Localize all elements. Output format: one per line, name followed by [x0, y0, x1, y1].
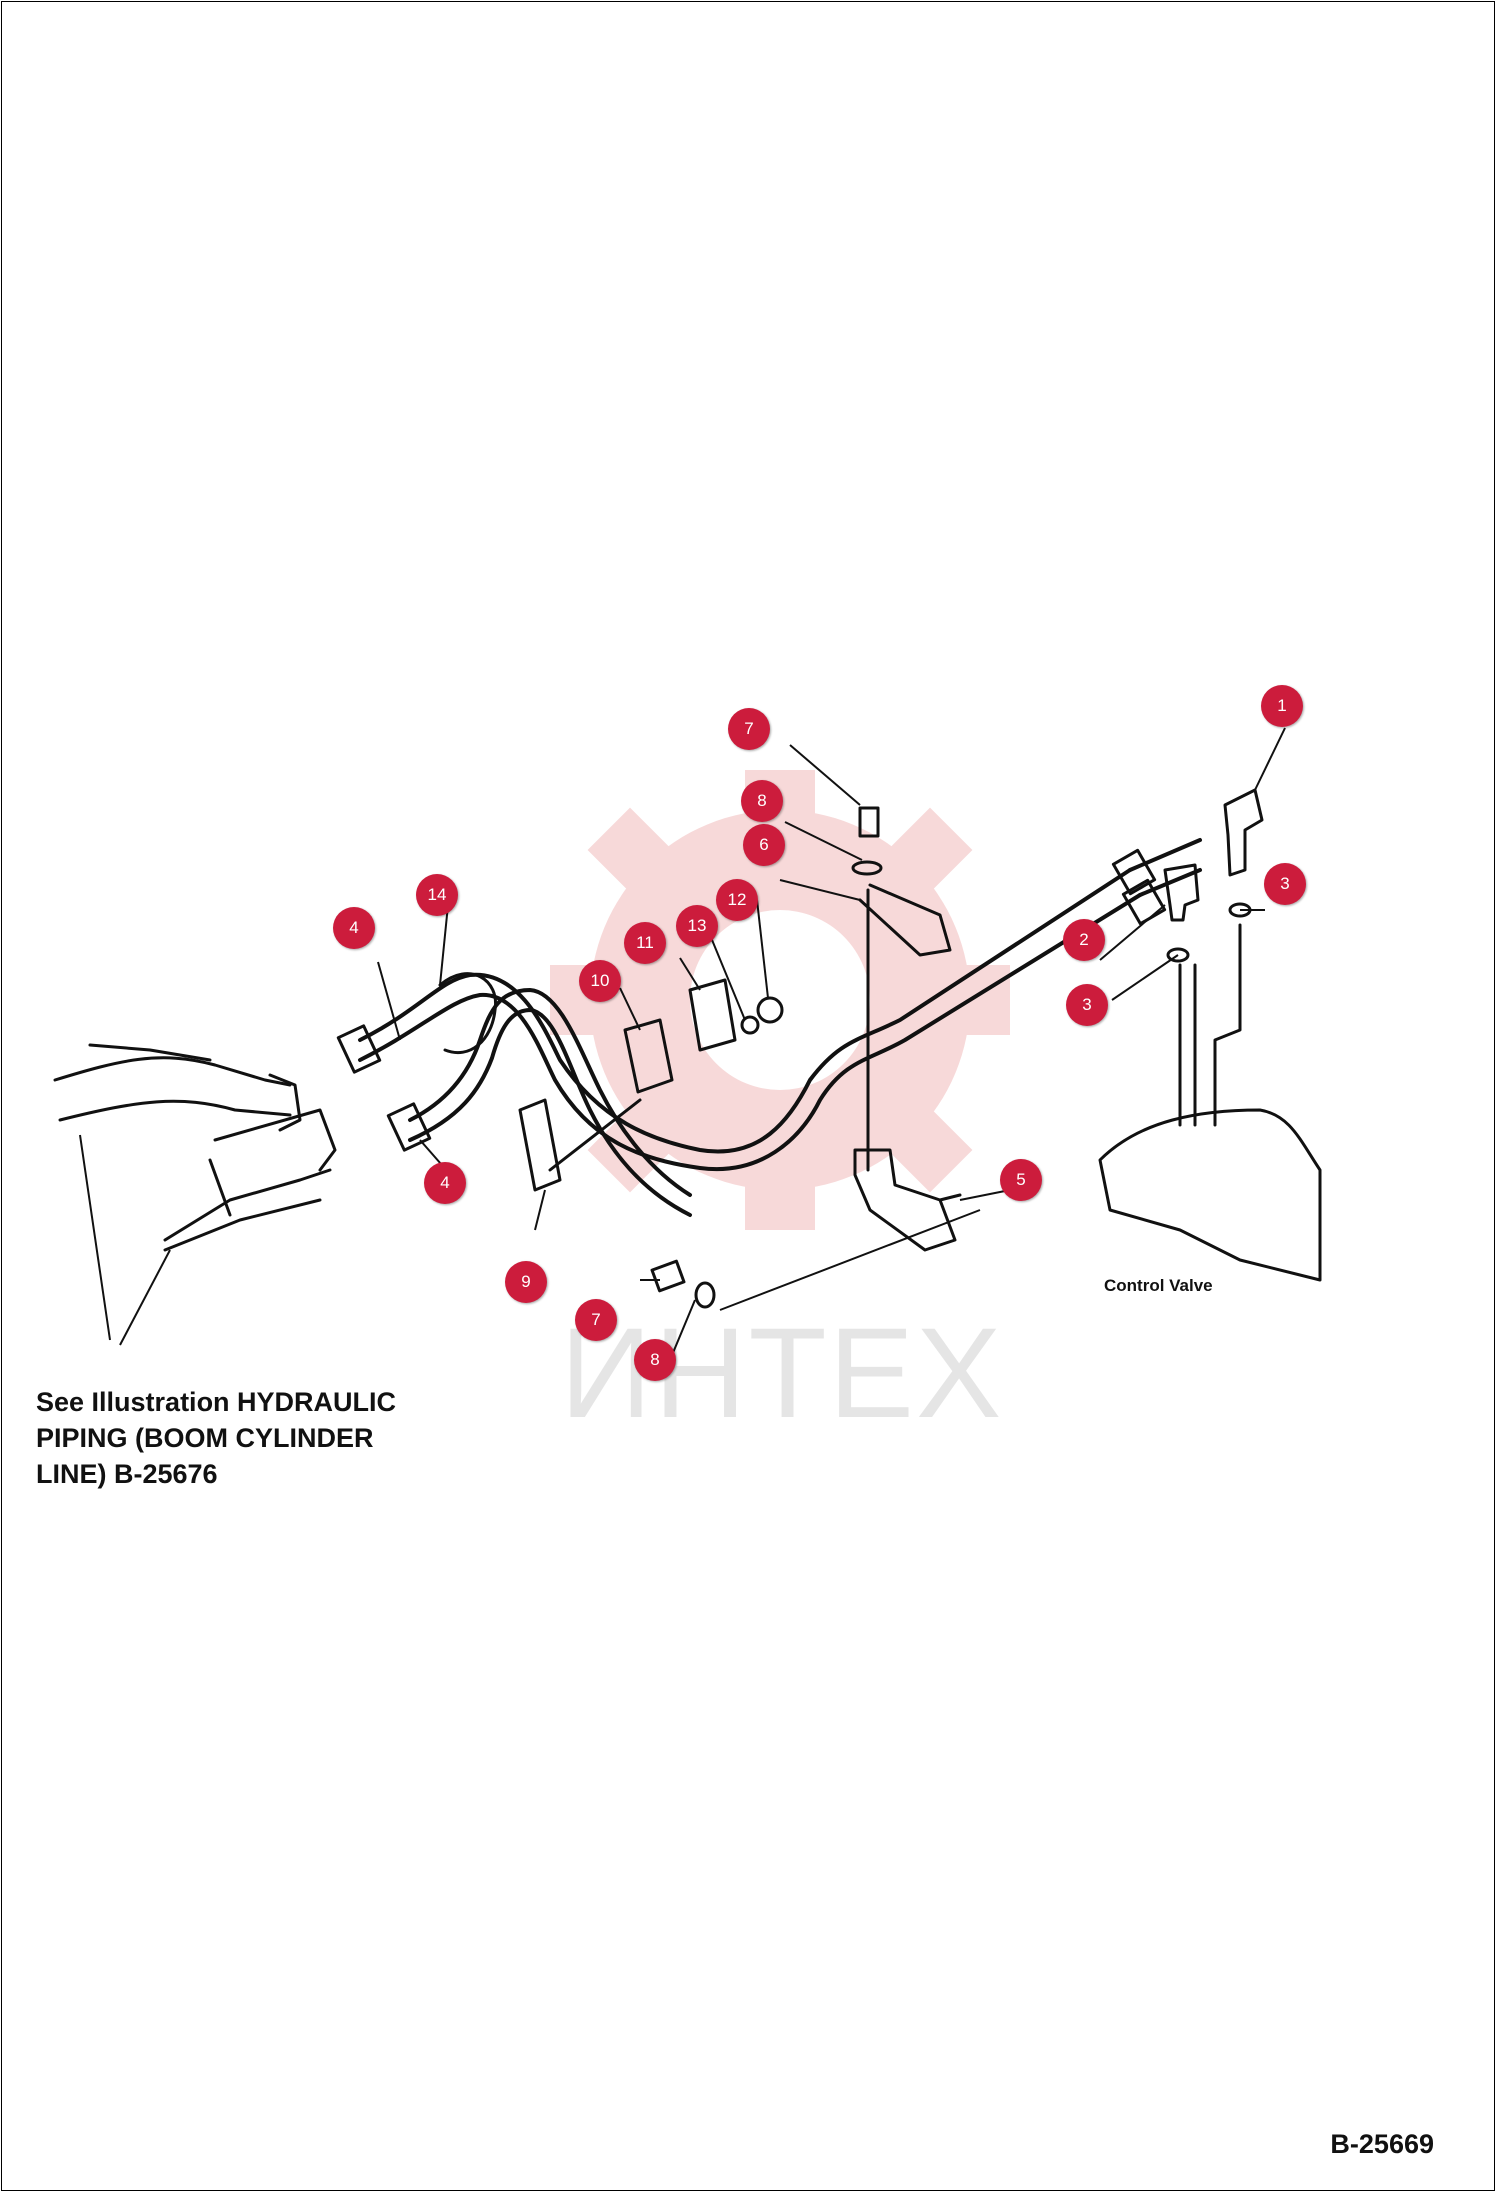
hose-assembly: [358, 838, 1202, 1217]
reference-note-line-1: See Illustration HYDRAULIC: [36, 1387, 397, 1417]
pipe-clamp-parts: [518, 978, 737, 1192]
callout-12: 12: [716, 879, 758, 921]
callout-8-lower: 8: [634, 1339, 676, 1381]
callout-7-lower: 7: [575, 1299, 617, 1341]
reference-note: See Illustration HYDRAULIC PIPING (BOOM …: [36, 1384, 496, 1492]
callout-13: 13: [676, 905, 718, 947]
reference-note-line-2: PIPING (BOOM CYLINDER: [36, 1423, 374, 1453]
callout-4-lower: 4: [424, 1162, 466, 1204]
washer-13: [740, 1015, 760, 1035]
callout-10: 10: [579, 960, 621, 1002]
callout-1: 1: [1261, 685, 1303, 727]
callout-5: 5: [1000, 1159, 1042, 1201]
boom-cylinder-line: [53, 1043, 337, 1252]
hose-band: [438, 972, 498, 1055]
control-valve-label: Control Valve: [1104, 1276, 1213, 1295]
callout-4-upper: 4: [333, 907, 375, 949]
callout-14: 14: [416, 874, 458, 916]
drawing-id: B-25669: [1330, 2129, 1434, 2159]
watermark-text: ИНТЕХ: [560, 1302, 1004, 1445]
callout-6: 6: [743, 824, 785, 866]
callout-2: 2: [1063, 919, 1105, 961]
callout-3-lower: 3: [1066, 984, 1108, 1026]
callout-3-upper: 3: [1264, 863, 1306, 905]
callout-7-upper: 7: [728, 708, 770, 750]
callout-9: 9: [505, 1261, 547, 1303]
leader-lines: [79, 727, 1286, 1361]
control-valve-block: [1098, 923, 1322, 1282]
reference-note-line-3: LINE) B-25676: [36, 1459, 218, 1489]
callout-8-upper: 8: [741, 780, 783, 822]
upper-bracket: [851, 806, 952, 1172]
elbow-fittings: [1163, 788, 1264, 963]
nut-12: [756, 996, 784, 1024]
callout-11: 11: [624, 922, 666, 964]
